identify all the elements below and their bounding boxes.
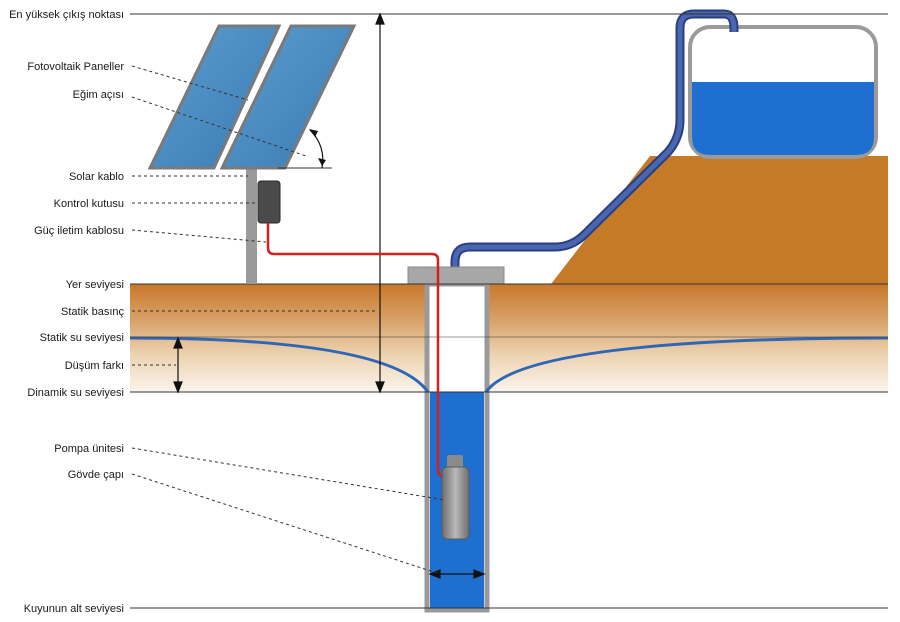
pump-unit: [441, 455, 470, 540]
label-well-bottom: Kuyunun alt seviyesi: [24, 603, 124, 615]
tank-water: [692, 82, 874, 155]
control-box: [257, 180, 281, 224]
label-static-water-level: Statik su seviyesi: [40, 332, 124, 344]
label-ground-level: Yer seviyesi: [66, 279, 124, 291]
label-power-cable: Güç iletim kablosu: [34, 225, 124, 237]
label-dynamic-water-level: Dinamik su seviyesi: [27, 387, 124, 399]
total-head-arrow: [375, 12, 385, 394]
label-pump-unit: Pompa ünitesi: [54, 443, 124, 455]
static-water-curve: [129, 336, 430, 393]
label-control-box: Kontrol kutusu: [54, 198, 124, 210]
power-cable: [266, 223, 452, 478]
wellhead-cap: [407, 266, 505, 285]
label-drawdown: Düşüm farkı: [65, 360, 124, 372]
labels: En yüksek çıkış noktası Fotovoltaik Pane…: [9, 9, 124, 615]
panel-pole: [246, 168, 257, 284]
label-pv-panels: Fotovoltaik Paneller: [27, 61, 124, 73]
label-highest-outlet: En yüksek çıkış noktası: [9, 9, 124, 21]
pv-panels: [147, 24, 357, 170]
leader-lines: [131, 65, 446, 575]
label-tilt-angle: Eğim açısı: [73, 89, 124, 101]
label-static-pressure: Statik basınç: [61, 306, 124, 318]
label-solar-cable: Solar kablo: [69, 171, 124, 183]
drawdown-arrow: [173, 336, 183, 394]
label-casing-diameter: Gövde çapı: [68, 469, 124, 481]
